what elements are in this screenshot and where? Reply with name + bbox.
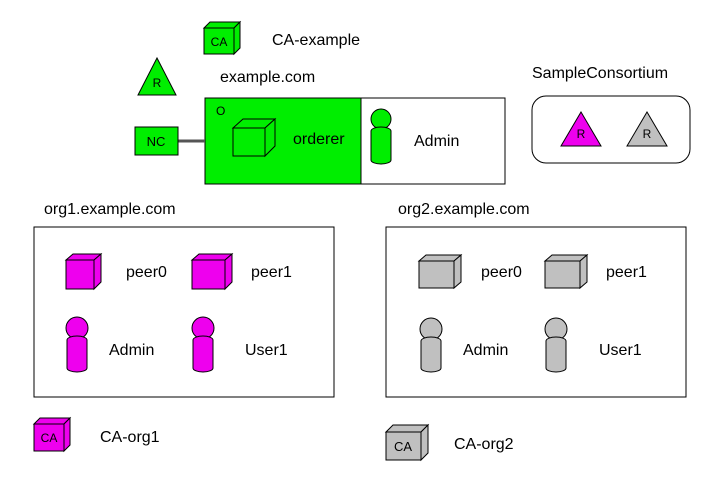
ca-example-node: CA [202,20,242,56]
org2-peer1-label: peer1 [606,264,647,281]
ca-org2-label: CA-org2 [454,436,514,453]
consortium-box [531,95,691,164]
org2-peer0-label: peer0 [481,264,522,281]
ca-org2-badge: CA [394,439,412,454]
orderer-label: orderer [293,131,345,148]
org1-user1-person-icon [191,316,215,373]
consortium-role-triangle-org2: R [626,111,668,147]
org1-peer1-cube-icon [190,252,234,291]
org2-peer1-cube-icon [543,253,589,290]
role-triangle-example: R [137,56,177,96]
org1-peer0-cube-icon [64,252,103,291]
orderer-admin-label: Admin [414,133,459,150]
org1-admin-person-icon [65,316,89,373]
orderer-cube-icon [231,117,277,158]
org2-user1-person-icon [544,317,568,373]
consortium-role-badge-1: R [577,127,586,141]
org2-peer0-cube-icon [417,253,463,290]
ca-org1-label: CA-org1 [100,429,160,446]
consortium-role-triangle-org1: R [560,111,602,147]
ca-example-badge: CA [211,35,228,49]
org1-admin-label: Admin [109,342,154,359]
org2-user1-label: User1 [599,342,642,359]
org2-admin-label: Admin [463,342,508,359]
org2-admin-person-icon [419,317,443,373]
org1-peer0-label: peer0 [126,264,167,281]
org1-peer1-label: peer1 [251,264,292,281]
nc-box [134,126,179,156]
ca-org2-node: CA [384,423,430,462]
org2-domain-label: org2.example.com [398,201,530,218]
orderer-node-panel [204,97,362,185]
role-badge-example: R [153,76,162,90]
nc-badge: NC [147,134,166,149]
orderer-admin-person-icon [370,108,392,165]
example-domain-label: example.com [220,69,315,86]
org1-user1-label: User1 [245,342,288,359]
consortium-title: SampleConsortium [532,65,668,82]
consortium-role-badge-2: R [643,127,652,141]
ca-org1-node: CA [32,416,72,453]
ca-org1-badge: CA [41,431,58,445]
ca-example-label: CA-example [272,32,360,49]
org1-domain-label: org1.example.com [44,201,176,218]
orderer-box-tag: O [216,104,225,118]
